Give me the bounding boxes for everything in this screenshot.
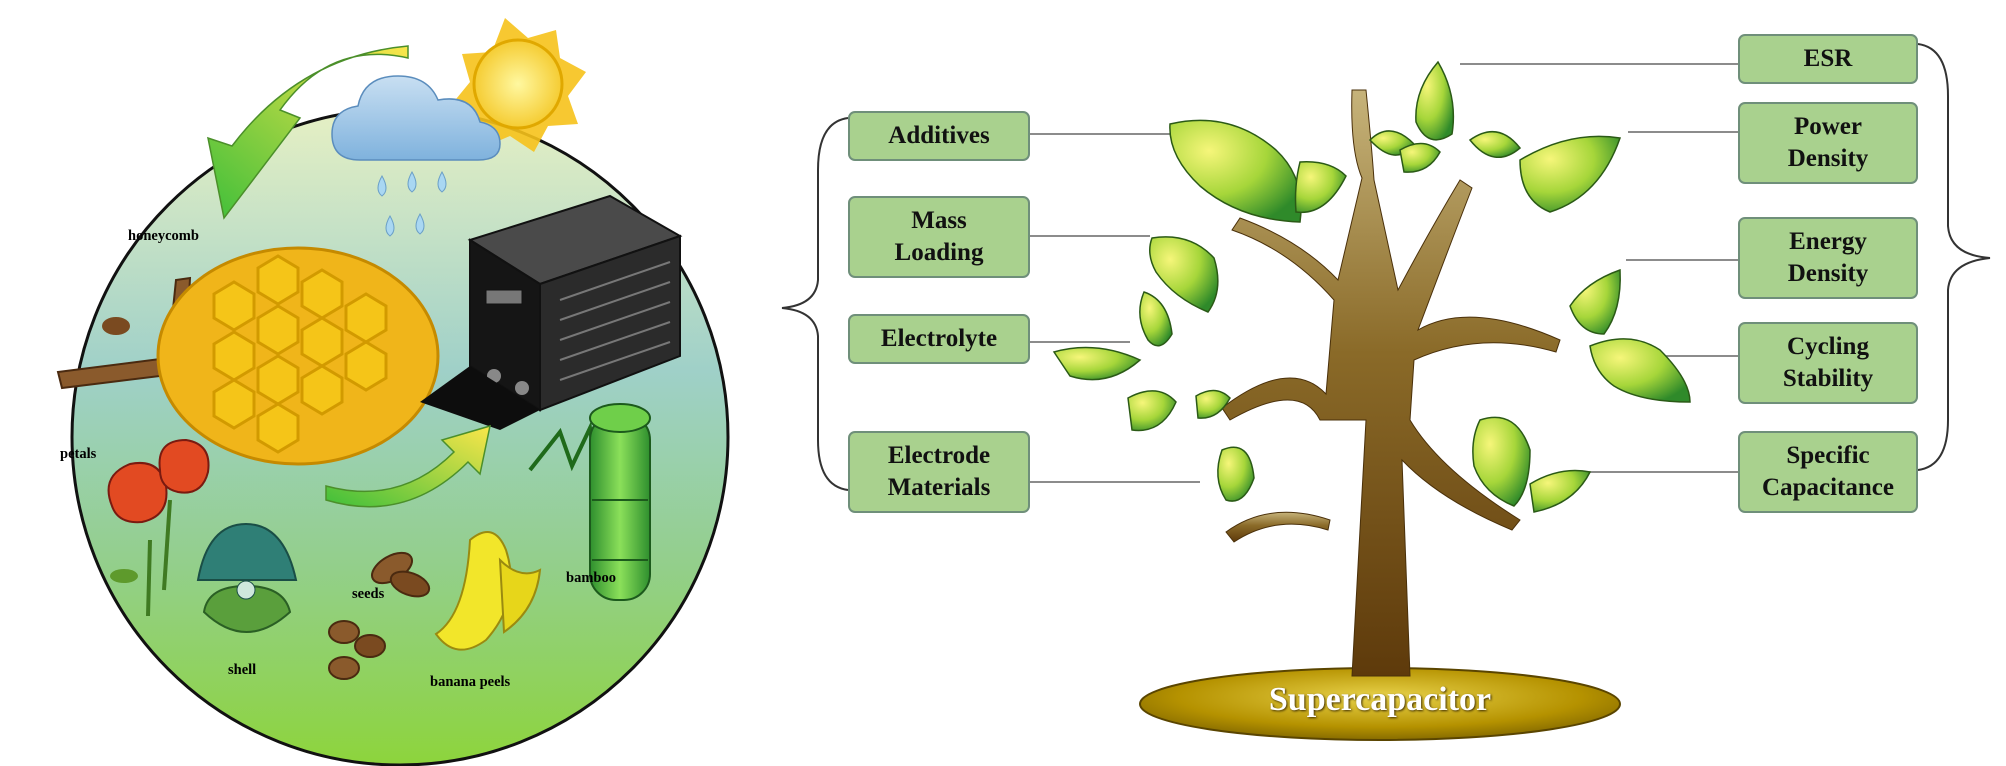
factor-additives-box: Additives xyxy=(848,111,1030,161)
sun-icon xyxy=(452,18,586,152)
rose-icon xyxy=(107,438,210,617)
tree-trunk xyxy=(1221,89,1561,677)
property-cycling-stability-box: Cycling Stability xyxy=(1738,322,1918,404)
seeds-label: seeds xyxy=(352,586,385,602)
connector-lines xyxy=(1030,63,1738,483)
factor-mass-loading-box: Mass Loading xyxy=(848,196,1030,278)
sunlight-arrow-icon xyxy=(207,45,409,220)
banana-peel-icon xyxy=(434,531,542,651)
left-brace xyxy=(781,117,849,491)
petals-label: petals xyxy=(60,446,97,462)
supercapacitor-module-icon xyxy=(420,194,683,430)
rain-cloud-icon xyxy=(331,75,501,237)
conversion-arrow-icon xyxy=(325,424,491,508)
bamboo-icon xyxy=(528,403,651,601)
honeycomb-label: honeycomb xyxy=(128,228,199,244)
right-brace xyxy=(1917,43,1991,471)
seeds-icon xyxy=(328,551,431,680)
shell-label: shell xyxy=(228,662,256,678)
bamboo-label: bamboo xyxy=(566,570,616,586)
factor-electrolyte-box: Electrolyte xyxy=(848,314,1030,364)
tree-leaves xyxy=(1052,60,1691,513)
honeycomb-icon xyxy=(156,246,440,466)
banana-peels-label: banana peels xyxy=(430,674,511,690)
biomass-illustration xyxy=(56,18,730,766)
property-power-density-box: Power Density xyxy=(1738,102,1918,184)
shell-icon xyxy=(196,522,298,633)
property-energy-density-box: Energy Density xyxy=(1738,217,1918,299)
supercapacitor-title: Supercapacitor xyxy=(1268,681,1492,718)
factor-electrode-materials-box: Electrode Materials xyxy=(848,431,1030,513)
property-esr-box: ESR xyxy=(1738,34,1918,84)
property-specific-capacitance-box: Specific Capacitance xyxy=(1738,431,1918,513)
